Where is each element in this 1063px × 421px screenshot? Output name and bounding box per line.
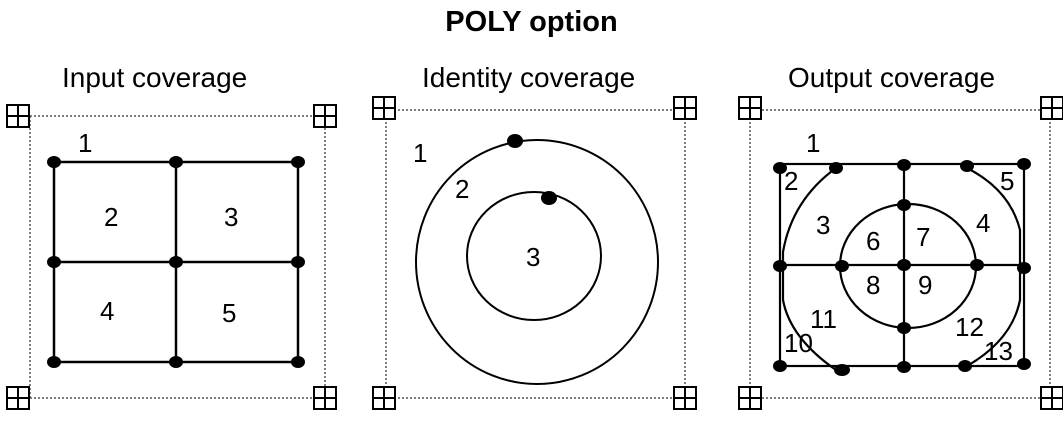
input-coverage-title: Input coverage [62,62,248,93]
polygon-label: 4 [976,208,990,238]
output-frame [749,109,1051,399]
identity-coverage-title: Identity coverage [422,62,636,93]
tic-mark-icon [673,386,697,410]
tic-mark-icon [313,386,337,410]
polygon-label: 2 [455,174,469,204]
polygon-label: 7 [916,222,930,252]
input-coverage-panel: 1 2 3 4 5 [6,104,337,410]
output-coverage-title: Output coverage [788,62,996,93]
polygon-label: 2 [104,202,118,232]
tic-mark-icon [372,386,396,410]
polygon-label: 5 [222,298,236,328]
figure-title: POLY option [445,6,618,38]
polygon-label: 10 [784,328,813,358]
polygon-label: 8 [866,270,880,300]
polygon-label: 13 [984,336,1013,366]
polygon-label: 11 [810,304,837,334]
polygon-label: 3 [224,202,238,232]
tic-mark-icon [6,386,30,410]
polygon-label: 5 [1000,166,1014,196]
tic-mark-icon [1040,386,1063,410]
polygon-label: 1 [413,138,427,168]
tic-mark-icon [738,96,762,120]
tic-mark-icon [6,104,30,128]
output-coverage-panel: 1 2 3 4 5 6 7 8 9 10 11 12 13 [738,96,1063,410]
tic-mark-icon [738,386,762,410]
polygon-label: 6 [866,226,880,256]
tic-mark-icon [1040,96,1063,120]
polygon-label: 4 [100,296,114,326]
tic-mark-icon [673,96,697,120]
polygon-label: 3 [816,210,830,240]
identity-frame [385,109,686,399]
output-nodes [773,158,1031,376]
polygon-label: 1 [806,128,820,158]
identity-nodes [507,134,557,205]
polygon-label: 1 [78,128,92,158]
input-frame [29,115,326,399]
polygon-label: 9 [918,270,932,300]
identity-coverage-panel: 1 2 3 [372,96,697,410]
tic-mark-icon [372,96,396,120]
tic-mark-icon [313,104,337,128]
input-nodes [47,156,305,368]
polygon-label: 2 [784,166,798,196]
identity-circles [415,139,659,385]
polygon-label: 3 [526,242,540,272]
polygon-label: 12 [955,312,984,342]
